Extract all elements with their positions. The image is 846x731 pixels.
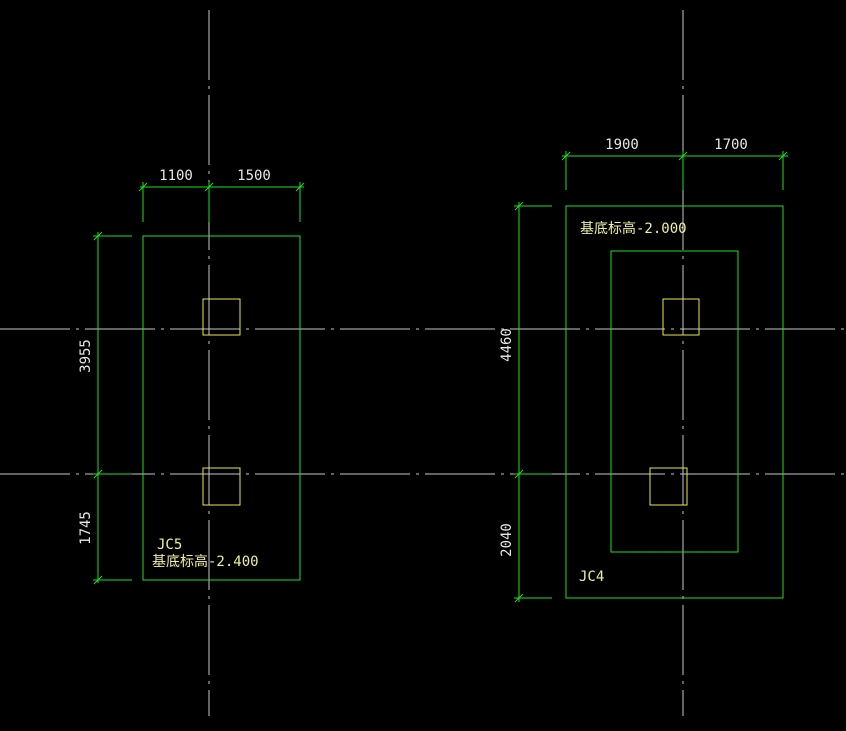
elevation-text: 基底标高-2.400 [152,553,259,570]
foundation-label: JC4 [579,569,604,585]
dim-side-upper: 3955 [78,339,94,373]
dim-top-left: 1100 [159,168,193,184]
column-lower [649,467,688,506]
foundation-outline [142,235,301,581]
top-dimension [138,182,305,222]
dim-side-upper: 4460 [499,328,515,362]
foundation-jc5[interactable]: 1100 1500 3955 1745 JC5 基底标高-2.400 [78,168,305,585]
foundation-outline [565,205,784,599]
foundation-label: JC5 [157,537,182,553]
foundation-inner-step [610,250,739,553]
column-upper [202,298,241,336]
dim-side-lower: 1745 [78,511,94,545]
column-upper [662,298,700,336]
side-dimension [93,231,132,585]
side-dimension [514,201,552,603]
column-lower [202,467,241,506]
top-dimension [561,151,788,190]
elevation-text: 基底标高-2.000 [580,220,687,237]
foundation-jc4[interactable]: 1900 1700 4460 2040 基底标高-2.000 JC4 [499,137,788,603]
axis-lines [0,10,846,716]
dim-top-right: 1500 [237,168,271,184]
dim-top-left: 1900 [605,137,639,153]
dim-side-lower: 2040 [499,523,515,557]
dim-top-right: 1700 [714,137,748,153]
